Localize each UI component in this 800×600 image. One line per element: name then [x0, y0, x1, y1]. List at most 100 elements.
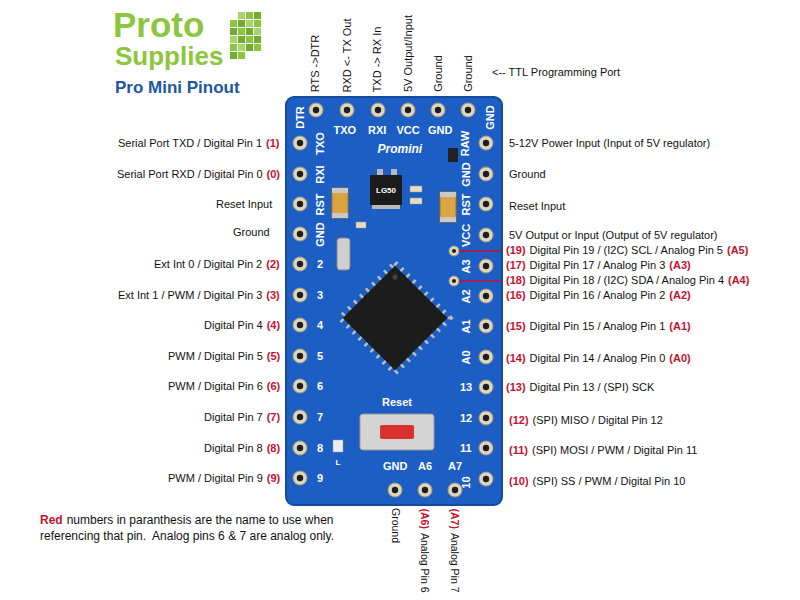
silkscreen-label: 8: [317, 442, 323, 455]
silkscreen-label: 13: [460, 381, 472, 394]
callout-number: (11): [509, 444, 528, 457]
callout-number: (A1): [669, 320, 690, 333]
pin-hole: [479, 228, 493, 242]
label-row: Reset Input: [509, 200, 565, 213]
chip: [340, 263, 450, 373]
pin-description: Ground: [509, 168, 546, 181]
pin-description: Ground: [233, 226, 270, 239]
pin-hole: [293, 318, 307, 332]
pin-description: Digital Pin 16 / Analog Pin 2: [530, 289, 666, 302]
callout-number: (15): [506, 320, 526, 333]
pin-description: Digital Pin 15 / Analog Pin 1: [530, 320, 666, 333]
label-row: PWM / Digital Pin 5(5): [168, 350, 280, 363]
logo-square: [254, 36, 261, 43]
label-row: (A6)Analog Pin 6: [418, 508, 431, 592]
pin-pad: [449, 276, 459, 286]
capacitor-end: [332, 213, 348, 218]
circuit-board: DTRTXORXIVCCGNDGNDProminiTXORAWRXIGNDLG5…: [286, 97, 502, 505]
callout-number: (7): [267, 411, 280, 424]
pin-hole: [479, 167, 493, 181]
pin-hole: [293, 197, 307, 211]
silkscreen-label: RST: [460, 193, 473, 215]
capacitor-end: [440, 192, 456, 197]
callout-number: (A2): [669, 289, 690, 302]
logo-square: [246, 36, 253, 43]
pin-description: Digital Pin 7: [204, 411, 263, 424]
callout-number: (18): [506, 274, 526, 287]
leader-line: [459, 280, 501, 282]
pin-hole: [479, 472, 493, 486]
pin-hole: [479, 380, 493, 394]
label-row: (18) Digital Pin 18 / (I2C) SDA / Analog …: [506, 274, 749, 287]
capacitor-end: [332, 188, 348, 193]
label-row: Proto: [113, 6, 204, 44]
pin-description: Digital Pin 18 / (I2C) SDA / Analog Pin …: [530, 274, 724, 287]
pin-hole: [479, 259, 493, 273]
pin-description: RXD <- TX Out: [341, 18, 354, 92]
silkscreen-label: L: [336, 458, 341, 467]
label-row: 5V Output or Input (Output of 5V regulat…: [509, 229, 718, 242]
label-row: Supplies: [115, 41, 223, 71]
capacitor: [332, 188, 348, 218]
label-row: (17)Digital Pin 17 / Analog Pin 3(A3): [506, 259, 691, 272]
label-row: Ground: [389, 508, 402, 543]
label-row: Ground: [509, 168, 546, 181]
silkscreen-label: LG50: [376, 186, 396, 195]
silkscreen-label: 5: [317, 350, 323, 363]
label-row: Digital Pin 8(8): [204, 442, 280, 455]
callout-number: (6): [267, 380, 280, 393]
logo-square: [246, 44, 253, 51]
silkscreen-label: 4: [317, 319, 323, 332]
pin-description: <-- TTL Programming Port: [492, 66, 620, 79]
label-row: Ground: [431, 55, 444, 92]
callout-number: (A3): [669, 259, 690, 272]
callout-number: (2): [266, 258, 279, 271]
label-row: (A7) Analog Pin 7: [448, 508, 461, 592]
regulator-tab: [372, 205, 400, 209]
logo-square: [254, 12, 261, 19]
pin-hole: [479, 136, 493, 150]
pin-description: Ground: [461, 55, 474, 92]
pcb: [286, 97, 502, 505]
silkscreen-label: A2: [460, 289, 473, 303]
pin-description: RTS ->DTR: [309, 34, 322, 92]
silkscreen-label: 6: [317, 380, 323, 393]
reset-button: [360, 414, 434, 450]
pin-hole: [293, 441, 307, 455]
pin-hole: [479, 289, 493, 303]
pin-description: (SPI) SS / PWM / Digital Pin 10: [533, 475, 686, 488]
pin-description: Ground: [431, 55, 444, 92]
resistor: [410, 186, 422, 192]
callout-number: (9): [267, 472, 280, 485]
pin-hole: [293, 349, 307, 363]
pin-hole: [340, 103, 354, 117]
regulator: [370, 175, 402, 205]
callout-number: (A7): [448, 508, 461, 528]
pin-hole: [293, 288, 307, 302]
silkscreen-label: GND: [428, 124, 452, 137]
led: [333, 440, 343, 452]
silkscreen-label: GND: [383, 460, 407, 473]
label-row: Ground: [461, 55, 474, 92]
pin-hole: [479, 319, 493, 333]
silkscreen-label: Promini: [378, 142, 423, 156]
diagram-title: Pro Mini Pinout: [115, 78, 240, 98]
silkscreen-label: VCC: [397, 124, 420, 137]
callout-number: (10): [509, 475, 529, 488]
pin-description: Analog Pin 7: [448, 532, 461, 592]
pin-hole: [401, 103, 415, 117]
pin-hole: [293, 227, 307, 241]
logo-square: [246, 12, 253, 19]
components: [332, 148, 458, 452]
silkscreen-label: 3: [317, 289, 323, 302]
silkscreen-label: Reset: [382, 396, 412, 409]
pin-hole: [293, 379, 307, 393]
pin-description: Ext Int 0 / Digital Pin 2: [154, 258, 262, 271]
pin-hole: [461, 103, 475, 117]
pin-description: Serial Port TXD / Digital Pin 1: [118, 137, 262, 150]
label-row: 5V Output/Input: [402, 15, 415, 92]
callout-number: (17): [506, 259, 526, 272]
chip-pins: [340, 263, 450, 373]
callout-number: (8): [267, 442, 280, 455]
